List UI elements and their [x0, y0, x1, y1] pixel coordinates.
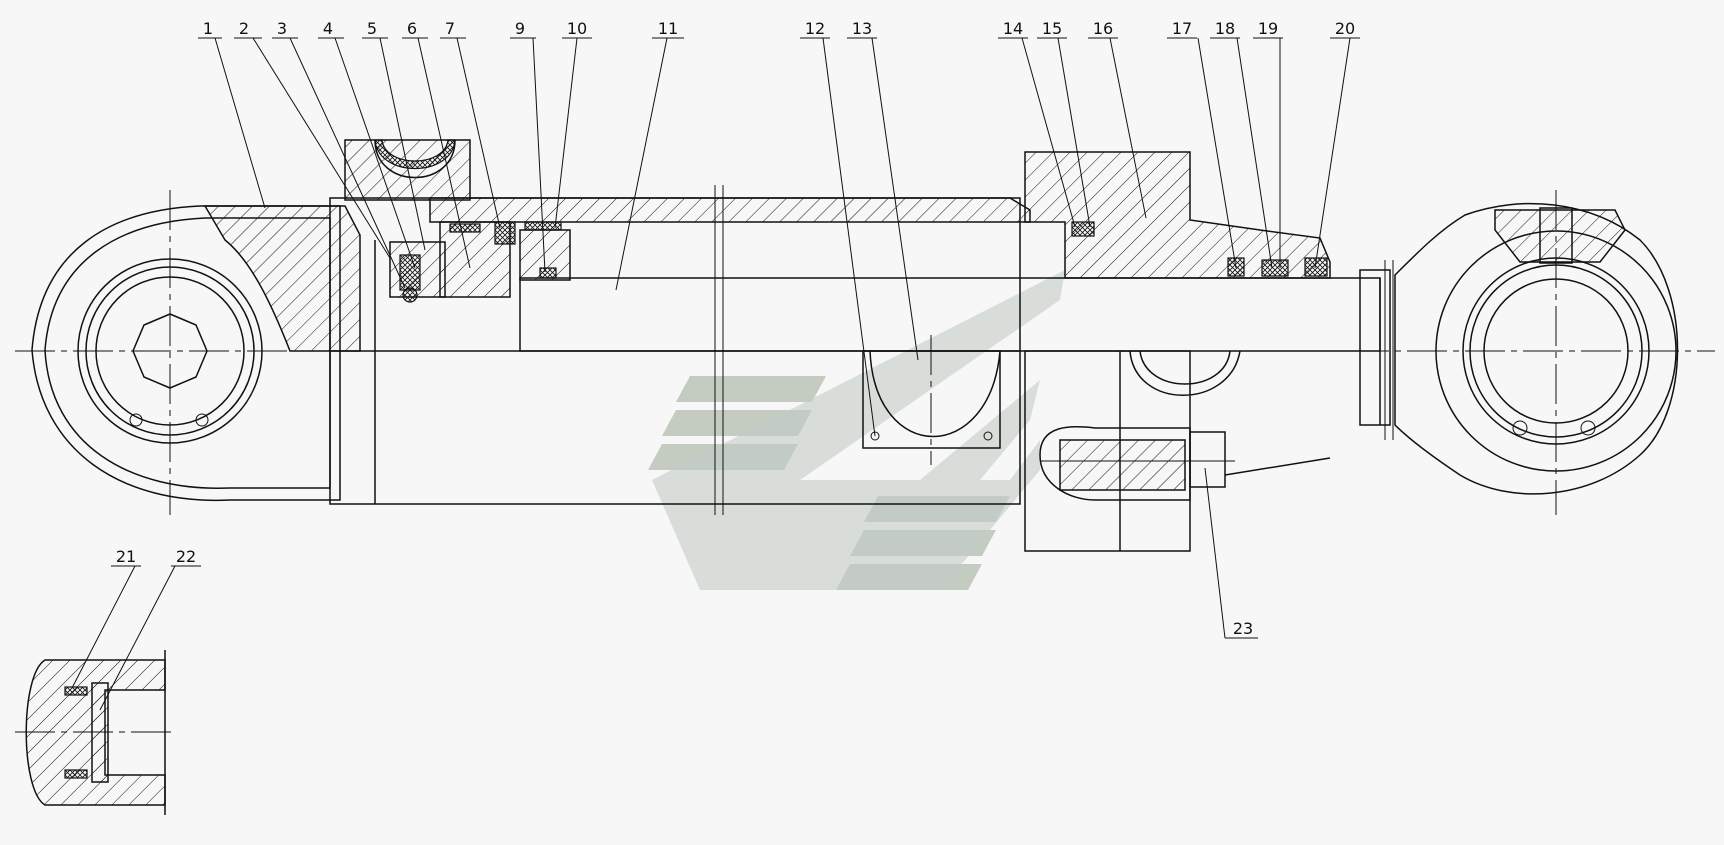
label-text: 9	[515, 19, 525, 38]
part-label-3: 3	[272, 19, 298, 39]
label-text: 12	[805, 19, 825, 38]
part-label-9: 9	[510, 19, 536, 39]
label-text: 14	[1003, 19, 1023, 38]
label-text: 1	[203, 19, 213, 38]
label-text: 7	[445, 19, 455, 38]
part-label-19: 19	[1253, 19, 1283, 39]
label-text: 10	[567, 19, 587, 38]
part-label-group: 1 2 3 4 5 6 7 9 10 11 12 13 14 15 16 17 …	[111, 19, 1360, 639]
label-text: 16	[1093, 19, 1113, 38]
label-text: 6	[407, 19, 417, 38]
part-label-4: 4	[318, 19, 344, 39]
part-label-13: 13	[847, 19, 877, 39]
label-text: 4	[323, 19, 333, 38]
part-label-16: 16	[1088, 19, 1118, 39]
leader-lines	[71, 37, 1351, 711]
label-text: 3	[277, 19, 287, 38]
left-rod-eye	[31, 190, 361, 515]
label-text: 13	[852, 19, 872, 38]
label-text: 19	[1258, 19, 1278, 38]
part-label-7: 7	[440, 19, 466, 39]
part-label-12: 12	[800, 19, 830, 39]
label-text: 2	[239, 19, 249, 38]
part-label-14: 14	[998, 19, 1028, 39]
part-label-11: 11	[652, 19, 684, 39]
part-label-18: 18	[1210, 19, 1240, 39]
watermark-logo	[648, 270, 1065, 590]
part-label-17: 17	[1167, 19, 1197, 39]
label-text: 5	[367, 19, 377, 38]
cutaway-detail	[862, 335, 1001, 465]
part-label-20: 20	[1330, 19, 1360, 39]
part-label-10: 10	[562, 19, 592, 39]
part-label-5: 5	[362, 19, 388, 39]
right-rod-eye	[1394, 190, 1679, 515]
rod-gland	[1024, 151, 1331, 552]
part-label-15: 15	[1037, 19, 1067, 39]
label-text: 20	[1335, 19, 1355, 38]
label-text: 22	[176, 547, 196, 566]
part-label-23: 23	[1225, 619, 1258, 639]
part-label-22: 22	[171, 547, 201, 567]
label-text: 23	[1233, 619, 1253, 638]
part-label-21: 21	[111, 547, 141, 567]
label-text: 18	[1215, 19, 1235, 38]
seal-detail-view	[15, 650, 175, 815]
label-text: 21	[116, 547, 136, 566]
part-label-6: 6	[402, 19, 428, 39]
label-text: 17	[1172, 19, 1192, 38]
part-label-1: 1	[198, 19, 222, 39]
part-label-2: 2	[234, 19, 262, 39]
bleed-plug	[1039, 426, 1331, 501]
label-text: 11	[658, 19, 678, 38]
label-text: 15	[1042, 19, 1062, 38]
